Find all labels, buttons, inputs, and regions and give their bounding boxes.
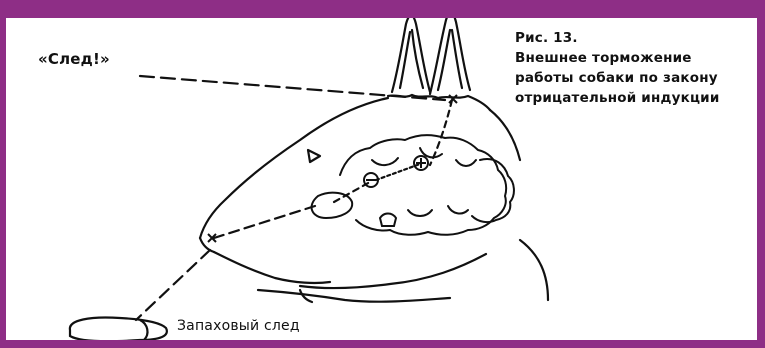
muzzle-bottom <box>214 252 330 283</box>
dog-ears <box>388 13 490 110</box>
right-ear <box>430 13 470 94</box>
bottom-border <box>0 340 765 348</box>
brain-stem <box>380 214 396 227</box>
dog-head-outline <box>200 98 548 302</box>
footprint-sole <box>70 318 167 342</box>
back-of-head <box>490 110 520 160</box>
caption-line-2: работы собаки по закону <box>515 68 719 88</box>
footprint-heel-line <box>140 320 147 340</box>
neck-contour <box>520 240 548 300</box>
cerebellum <box>472 159 514 222</box>
nose-to-bulb-path <box>214 206 315 238</box>
brain <box>312 135 514 235</box>
nerve-pathways <box>136 76 452 320</box>
footprint-label: Запаховый след <box>177 318 300 334</box>
signal-command-label: «След!» <box>38 50 110 68</box>
caption-line-1: Внешнее торможение <box>515 48 719 68</box>
top-border <box>0 0 765 18</box>
cortex-entry-mark <box>449 95 457 103</box>
figure-caption: Рис. 13. Внешнее торможение работы собак… <box>515 28 719 108</box>
right-border <box>757 0 765 348</box>
caption-line-3: отрицательной индукции <box>515 88 719 108</box>
bulb-to-center-path <box>334 182 370 202</box>
eye <box>308 150 320 162</box>
footprint-icon <box>70 318 167 342</box>
lower-jaw <box>258 290 450 302</box>
nose-tip <box>200 238 214 252</box>
left-border <box>0 0 6 348</box>
head-top-contour <box>200 98 388 238</box>
scent-path <box>136 250 210 320</box>
figure-number: Рис. 13. <box>515 28 719 48</box>
cortical-centers <box>208 95 457 242</box>
inhibition-link <box>376 164 420 180</box>
brain-folds <box>372 148 476 216</box>
left-ear <box>392 15 430 92</box>
